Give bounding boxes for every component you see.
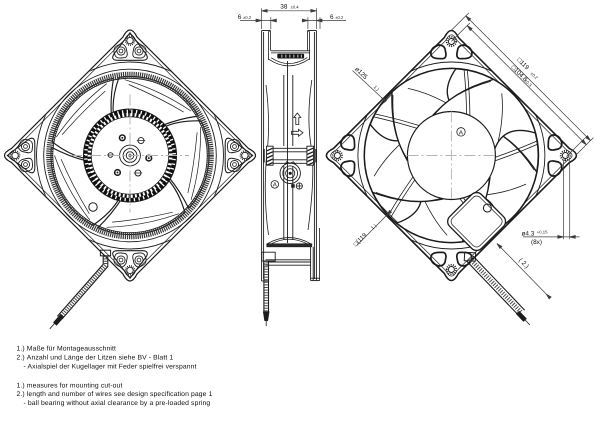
svg-text:ø4.3: ø4.3 (522, 230, 535, 237)
svg-text:38: 38 (280, 4, 288, 11)
svg-text:±0.2: ±0.2 (335, 15, 344, 20)
svg-text:6: 6 (238, 14, 242, 21)
svg-text:+0.15: +0.15 (537, 230, 548, 235)
svg-text:1.): 1.) (370, 223, 378, 231)
svg-text:A: A (273, 182, 278, 189)
svg-text:±0.2: ±0.2 (530, 71, 540, 81)
svg-text:1.): 1.) (372, 84, 381, 93)
svg-text:±0.3: ±0.3 (524, 78, 534, 88)
svg-text:1.) Maße für Montageausschnitt: 1.) Maße für Montageausschnitt (17, 345, 117, 352)
svg-text:A: A (459, 129, 464, 136)
svg-text:±0.2: ±0.2 (243, 15, 252, 20)
svg-text:(8x): (8x) (531, 239, 542, 246)
svg-text:6: 6 (330, 14, 334, 21)
svg-text:- Axialspiel der Kugellager mi: - Axialspiel der Kugellager mit Feder sp… (24, 364, 197, 371)
svg-text:1.) measures for mounting cut-: 1.) measures for mounting cut-out (17, 382, 123, 389)
svg-text:2.) Anzahl und Länge der Litze: 2.) Anzahl und Länge der Litzen siehe BV… (17, 355, 174, 362)
svg-text:- ball bearing without axial c: - ball bearing without axial clearance b… (24, 400, 211, 407)
svg-text:±0.4: ±0.4 (291, 5, 300, 10)
svg-text:2.) length and number of wires: 2.) length and number of wires see desig… (17, 391, 213, 398)
